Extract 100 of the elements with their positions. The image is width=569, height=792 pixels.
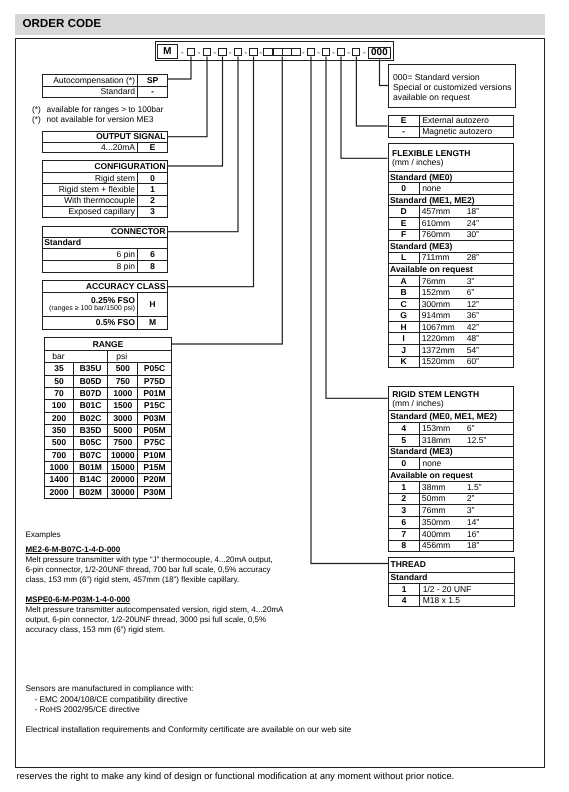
range-value: 10000: [110, 450, 135, 460]
option-code: 1: [150, 184, 155, 194]
table-heading: OUTPUT SIGNAL: [96, 132, 166, 142]
option-code: B: [400, 288, 407, 297]
length-mm: 760mm: [422, 230, 450, 240]
option-label: With thermocouple: [64, 196, 135, 206]
length-inch: 18”: [466, 541, 480, 550]
range-value: 1500: [113, 401, 132, 410]
option-table: [42, 160, 168, 218]
length-mm: 350mm: [422, 518, 450, 527]
range-value: 1000: [50, 463, 68, 472]
code-slot: [282, 48, 292, 56]
unit-label: bar: [52, 352, 65, 362]
option-table: [388, 556, 514, 606]
code-slot: [322, 48, 330, 56]
connector-line: [172, 56, 283, 345]
range-code: P05C: [144, 364, 166, 374]
option-code: 8: [401, 541, 406, 550]
code-slot: [249, 48, 258, 56]
range-value: 1000: [113, 389, 132, 398]
range-code: B35D: [80, 426, 102, 436]
length-inch: 30”: [466, 230, 479, 240]
length-inch: 42”: [466, 322, 479, 332]
footnote-mark: (*): [32, 104, 41, 114]
range-code: B05D: [80, 376, 102, 386]
connector-line: [168, 56, 208, 138]
range-code: B35U: [80, 364, 102, 374]
example-description: Melt pressure transmitter autocompensated version, rigid stem, 4...20mA output, 6-pin connector, 1/2-20UNF thread, 3000 psi full scale, 0,5% accuracy class, 153 mm (6”) rigid stem.: [26, 604, 284, 635]
table-heading: RANGE: [92, 340, 124, 349]
table-heading: CONFIGURATION: [94, 162, 166, 171]
compliance-item: - RoHS 2002/95/CE directive: [34, 705, 140, 715]
length-inch: 12”: [466, 300, 479, 309]
length-inch: 3”: [466, 506, 474, 516]
code-separator: -: [347, 48, 350, 58]
range-code: P01M: [143, 389, 166, 398]
note-box: [388, 64, 516, 108]
length-mm: 38mm: [422, 482, 446, 492]
length-mm: 456mm: [422, 541, 450, 550]
option-label: M18 x 1.5: [422, 596, 460, 605]
range-code: P75C: [144, 438, 166, 448]
option-code: F: [400, 230, 406, 240]
footnote-mark: (*): [32, 114, 41, 124]
range-value: 5000: [113, 426, 132, 436]
option-label: Rigid stem: [94, 174, 135, 183]
length-mm: 152mm: [422, 288, 450, 297]
option-code: I: [402, 334, 405, 344]
option-code: 0: [150, 174, 155, 183]
option-code: 7: [401, 530, 406, 539]
range-value: 700: [52, 450, 66, 460]
compliance-item: - EMC 2004/108/CE compatibility directive: [34, 694, 188, 705]
section-heading: Standard (ME0, ME1, ME2): [390, 412, 497, 422]
option-code: 8: [150, 262, 155, 271]
range-value: 7500: [113, 438, 132, 448]
example-description: Melt pressure transmitter with type “J” thermocouple, 4...20mA output, 6-pin connector, 1/2-20UNF thread, 700 bar full scale, 0,5% accuracy class, 153 mm (6”) rigid stem, 457mm (18”) flexible capillary.: [26, 554, 274, 586]
range-value: 350: [52, 426, 66, 436]
option-code: M: [148, 318, 156, 328]
option-label: 4...20mA: [100, 142, 135, 152]
connector-line: [356, 56, 388, 127]
length-inch: 28”: [466, 253, 479, 262]
option-code: H: [149, 300, 156, 309]
range-code: B07D: [80, 389, 102, 398]
option-label: 8 pin: [116, 262, 135, 271]
option-code: 2: [150, 196, 155, 206]
range-value: 50: [54, 376, 64, 386]
length-inch: 54”: [466, 346, 479, 355]
code-slot: [218, 48, 227, 56]
length-mm: 76mm: [422, 276, 446, 286]
range-code: P10M: [143, 450, 166, 460]
code-slot: [352, 48, 360, 56]
length-inch: 1.5”: [466, 482, 482, 492]
compliance-note: Sensors are manufactured in compliance with:: [26, 684, 194, 694]
length-mm: 1520mm: [422, 357, 455, 366]
length-inch: 6”: [466, 424, 474, 433]
option-table: [388, 114, 514, 138]
code-separator: -: [259, 48, 262, 58]
example-code: MSPE0-6-M-P03M-1-4-0-000: [26, 595, 130, 605]
option-code: 3: [401, 506, 406, 516]
option-table: [42, 280, 168, 330]
length-mm: 1220mm: [422, 334, 455, 344]
length-mm: 318mm: [422, 436, 450, 445]
order-code-frame: [155, 41, 394, 61]
option-code: 5: [401, 436, 406, 445]
option-code: K: [400, 357, 407, 366]
option-table: [42, 74, 168, 98]
code-separator: -: [332, 48, 335, 58]
code-separator: -: [198, 48, 200, 58]
range-value: 100: [52, 401, 66, 410]
option-label: Autocompensation (*): [53, 76, 135, 85]
length-mm: 457mm: [422, 207, 450, 216]
option-code: -: [402, 127, 406, 136]
range-value: 500: [52, 438, 66, 448]
footnote-text: available for ranges > to 100bar: [46, 104, 164, 114]
unit-label: (mm / inches): [392, 398, 444, 408]
option-table: [388, 143, 514, 368]
code-slot: [306, 48, 316, 56]
option-label: Magnetic autozero: [422, 127, 492, 136]
range-code: B01C: [80, 401, 102, 410]
option-code: 2: [401, 494, 406, 504]
option-code: 4: [401, 424, 406, 433]
length-mm: 300mm: [422, 300, 450, 309]
